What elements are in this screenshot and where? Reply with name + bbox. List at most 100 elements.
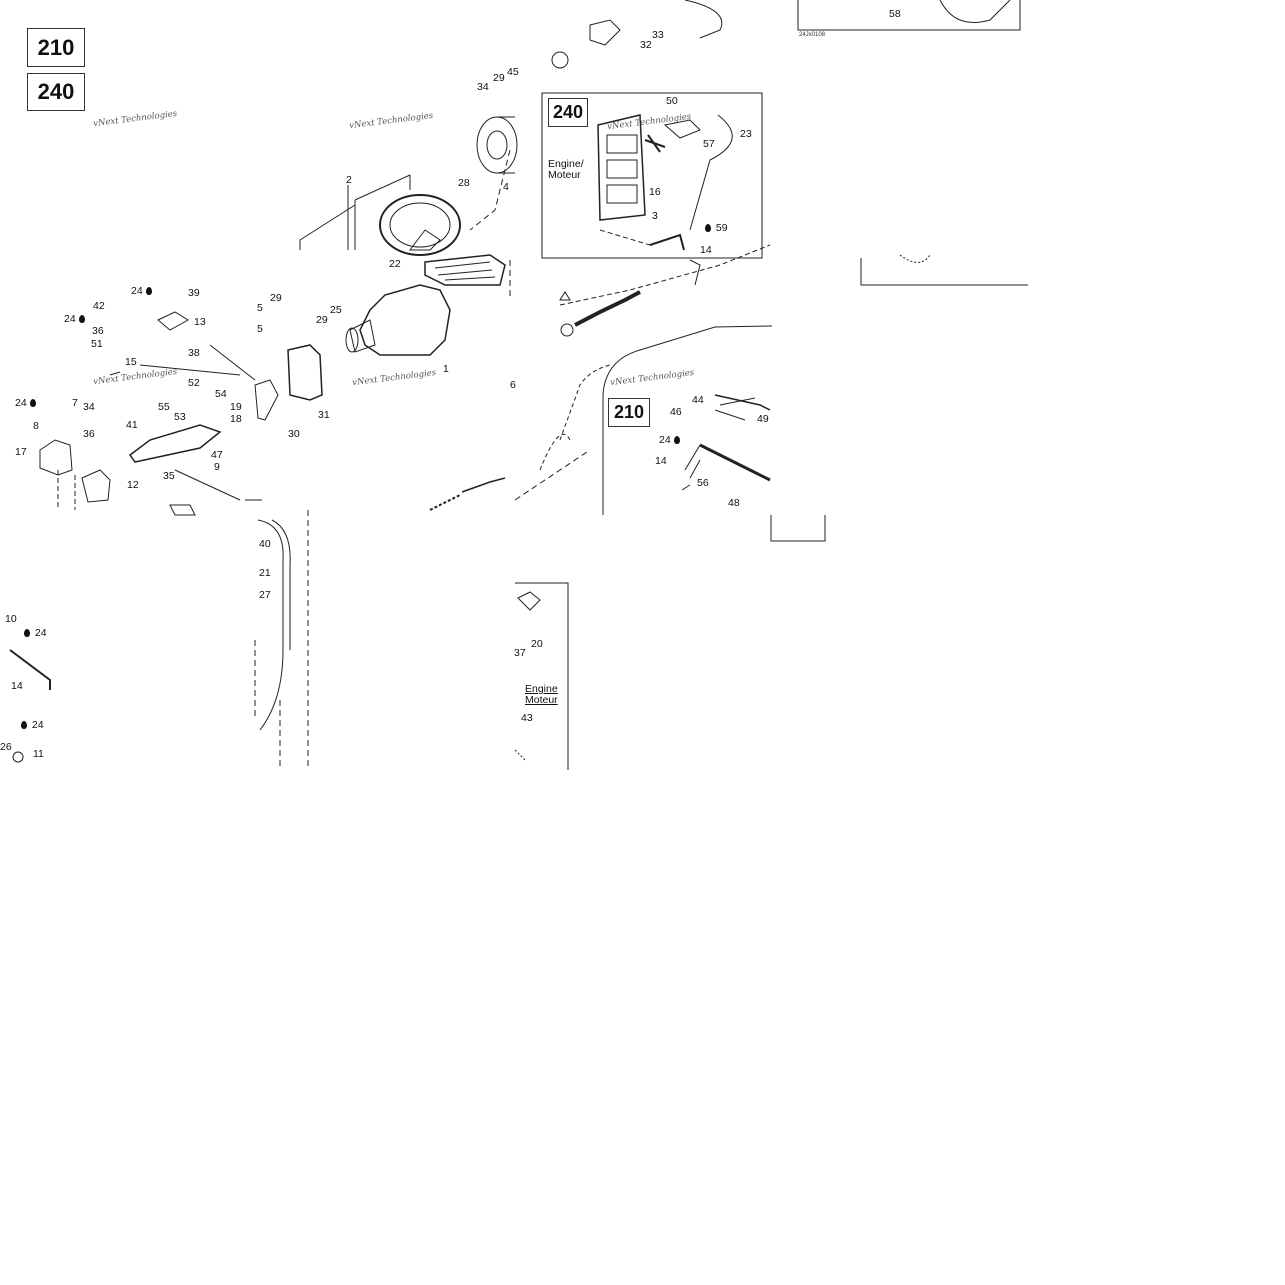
steering-cover-part: [424, 254, 506, 286]
callout: 54: [215, 388, 227, 400]
callout: 34: [83, 401, 95, 413]
callout: 24: [64, 313, 87, 325]
callout: 33: [652, 29, 664, 41]
callout: 5: [257, 323, 263, 335]
callout: 46: [670, 406, 682, 418]
model-240-box: 240: [27, 73, 85, 111]
callout: 3: [652, 210, 658, 222]
drawing-reference-code: 24Jx0108: [799, 32, 826, 38]
engine-label-lower: Engine Moteur: [525, 683, 558, 706]
callout: 30: [288, 428, 300, 440]
lubricant-drop-icon: [673, 436, 680, 444]
clamp-part: [39, 439, 73, 476]
steering-column-part: [359, 284, 451, 356]
callout: 24: [21, 719, 44, 731]
callout: 29: [493, 72, 505, 84]
lubricant-drop-icon: [705, 224, 711, 232]
callout: 55: [158, 401, 170, 413]
callout: 50: [666, 95, 678, 107]
callout: 11: [33, 748, 44, 760]
callout: 49: [757, 413, 769, 425]
callout-number: 24: [34, 627, 47, 639]
callout-number: 24: [31, 719, 44, 731]
callout: 36: [83, 428, 95, 440]
callout: 17: [15, 446, 27, 458]
callout: 25: [330, 304, 342, 316]
callout: 10: [5, 613, 17, 625]
callout-number: 24: [15, 397, 27, 409]
model-210-box: 210: [27, 28, 85, 67]
lubricant-drop-icon: [145, 287, 152, 295]
callout: 32: [640, 39, 652, 51]
steering-cable-part: [245, 499, 291, 731]
callout: 5: [257, 302, 263, 314]
callout: 57: [703, 138, 715, 150]
engine-label: Engine/ Moteur: [548, 158, 584, 181]
leader-lines: [299, 174, 411, 250]
callout: 53: [174, 411, 186, 423]
callout: 51: [91, 338, 103, 350]
callout: 58: [889, 8, 901, 20]
callout: 45: [507, 66, 519, 78]
callout: 1: [443, 363, 449, 375]
callout: 20: [531, 638, 543, 650]
callout: 34: [477, 81, 489, 93]
inset-210-label: 210: [608, 398, 650, 427]
callout: 39: [188, 287, 200, 299]
callout: 52: [188, 377, 200, 389]
callout-number: 24: [659, 434, 671, 446]
callout: 12: [127, 479, 139, 491]
callout: 7: [72, 397, 78, 409]
callout: 14: [655, 455, 667, 467]
cable-end-part: [574, 290, 641, 327]
support-plate-part: [287, 344, 323, 401]
callout: 48: [728, 497, 740, 509]
callout: 27: [259, 589, 271, 601]
callout: 26: [0, 741, 12, 753]
callout: 2: [346, 174, 352, 186]
callout: 31: [318, 409, 330, 421]
callout: 9: [214, 461, 220, 473]
pump-bracket-part: [699, 443, 771, 482]
callout: 15: [125, 356, 137, 368]
callout-number: 59: [715, 222, 728, 234]
callout: 21: [259, 567, 271, 579]
lubricant-drop-icon: [24, 629, 30, 637]
callout: 24: [15, 397, 38, 409]
callout: 6: [510, 379, 516, 391]
callout: 14: [700, 244, 712, 256]
steering-wheel-part: [379, 194, 461, 256]
lubricant-drop-icon: [29, 399, 36, 407]
callout: 8: [33, 420, 39, 432]
callout: 4: [503, 181, 509, 193]
callout: 13: [194, 316, 206, 328]
callout: 44: [692, 394, 704, 406]
callout: 16: [649, 186, 661, 198]
steering-hub-part: [476, 116, 518, 174]
block-part: [81, 469, 111, 503]
callout-number: 24: [64, 313, 76, 325]
callout: 24: [24, 627, 47, 639]
callout: 22: [389, 258, 401, 270]
callout-number: 24: [131, 285, 143, 297]
callout: 41: [126, 419, 138, 431]
callout: 38: [188, 347, 200, 359]
callout: 29: [270, 292, 282, 304]
inset-240-frame: [541, 92, 763, 259]
callout: 40: [259, 538, 271, 550]
callout: 36: [92, 325, 104, 337]
callout: 24: [659, 434, 682, 446]
callout: 47: [211, 449, 223, 461]
inset-240-label: 240: [548, 98, 588, 127]
mounting-bracket-part: [128, 424, 222, 463]
callout: 29: [316, 314, 328, 326]
callout: 24: [131, 285, 154, 297]
lubricant-drop-icon: [78, 315, 85, 323]
callout: 23: [740, 128, 752, 140]
callout: 42: [93, 300, 105, 312]
callout: 59: [705, 222, 728, 234]
callout: 56: [697, 477, 709, 489]
top-right-frame: [797, 0, 1021, 31]
callout: 37: [514, 647, 526, 659]
